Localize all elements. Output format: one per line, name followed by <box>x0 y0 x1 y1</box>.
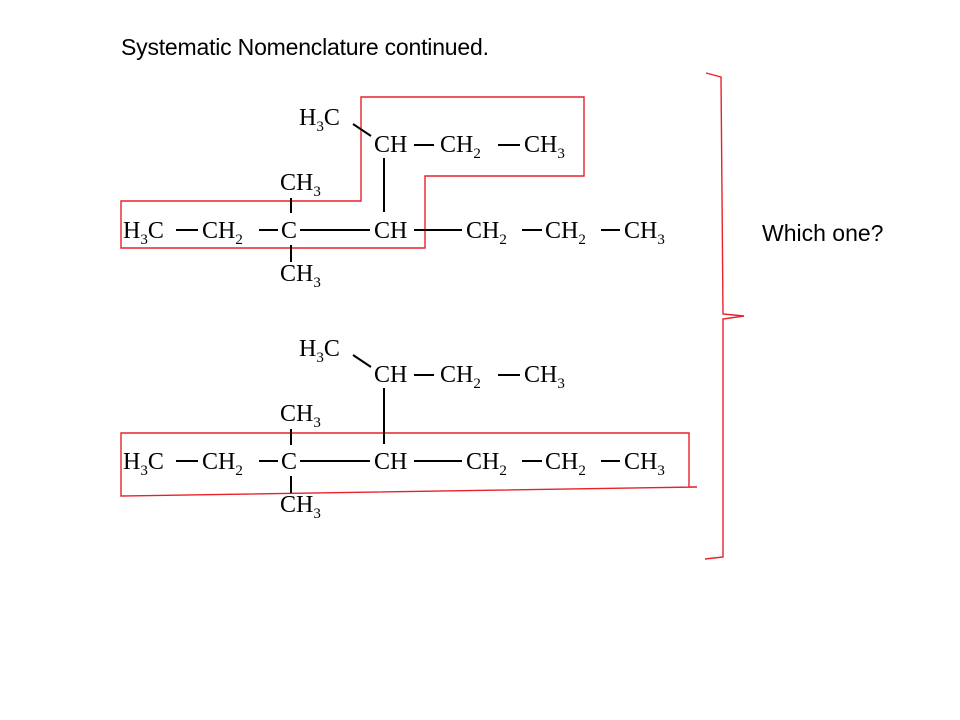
h3c-chain-label-1: H3C <box>123 218 164 248</box>
ch-chain-label-2: CH <box>374 449 407 475</box>
ch3-lower-label-2: CH3 <box>280 492 321 522</box>
svg-text:H3C: H3C <box>299 105 340 135</box>
ch3-branch-label-1: CH3 <box>524 132 565 162</box>
h3c-top-label-2: H3C <box>299 336 340 366</box>
ch3-chain-end-label-2: CH3 <box>624 449 665 479</box>
ch3-upper-label-1: CH3 <box>280 170 321 200</box>
ch2-chain-label-2b: CH2 <box>466 449 507 479</box>
ch2-branch-label-1: CH2 <box>440 132 481 162</box>
ch-branch-label-1: CH <box>374 132 407 158</box>
structure-1: H3C CH CH2 CH3 CH3 H3C CH2 C CH CH2 CH2 … <box>120 96 665 291</box>
chain-highlight-1 <box>120 96 585 249</box>
ch2-chain-label-2: CH2 <box>202 449 243 479</box>
ch3-lower-label-1: CH3 <box>280 261 321 291</box>
c-quaternary-label-2: C <box>281 449 297 475</box>
h3c-chain-label-2: H3C <box>123 449 164 479</box>
ch3-chain-end-label-1: CH3 <box>624 218 665 248</box>
structure-2: H3C CH CH2 CH3 CH3 H3C CH2 C CH CH2 CH2 … <box>120 336 698 522</box>
bond <box>352 354 372 368</box>
ch3-branch-label-2: CH3 <box>524 362 565 392</box>
right-brace <box>704 72 745 560</box>
bond <box>352 123 372 137</box>
ch-branch-label-2: CH <box>374 362 407 388</box>
c-quaternary-label-1: C <box>281 218 297 244</box>
question-text: Which one? <box>762 220 884 246</box>
h3c-top-label-1: H3C <box>299 105 340 135</box>
ch2-chain-label-1: CH2 <box>202 218 243 248</box>
ch2-branch-label-2: CH2 <box>440 362 481 392</box>
ch2-chain-label-2c: CH2 <box>545 449 586 479</box>
chain-highlight-2 <box>120 432 698 497</box>
ch3-upper-label-2: CH3 <box>280 401 321 431</box>
ch-chain-label-1: CH <box>374 218 407 244</box>
ch2-chain-label-1c: CH2 <box>545 218 586 248</box>
slide-title: Systematic Nomenclature continued. <box>121 34 489 60</box>
ch2-chain-label-1b: CH2 <box>466 218 507 248</box>
